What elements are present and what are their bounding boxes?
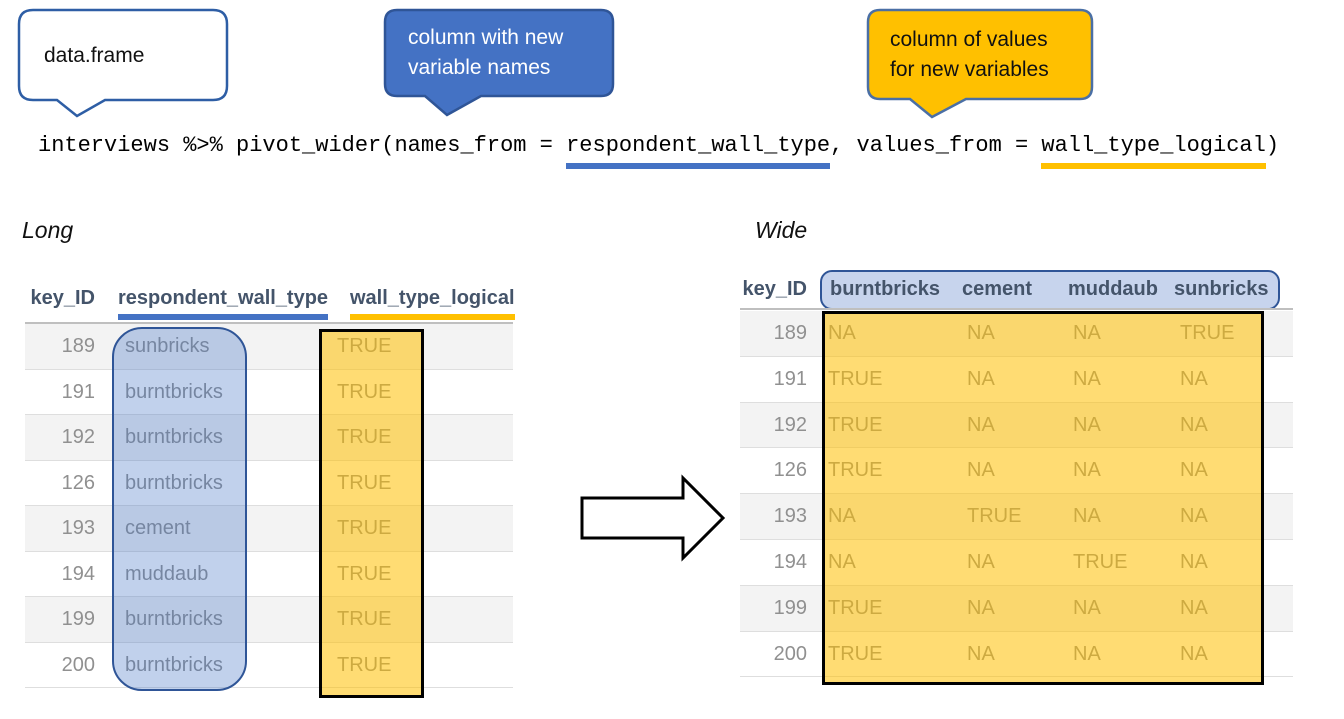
- key-id-cell: 194: [773, 550, 807, 573]
- right-arrow-icon: [575, 470, 730, 571]
- callout-text-line: column of values: [890, 28, 1048, 51]
- key-id-cell: 199: [773, 596, 807, 619]
- code-prefix: interviews %>% pivot_wider(names_from =: [38, 133, 567, 158]
- dataframe-callout-label: data.frame: [44, 44, 145, 67]
- wall-type-cell: muddaub: [125, 562, 209, 585]
- column-header-key-id: key_ID: [742, 278, 808, 300]
- key-id-cell: 126: [61, 471, 95, 494]
- column-header-key-id: key_ID: [30, 287, 96, 309]
- key-id-cell: 194: [61, 562, 95, 585]
- code-line: interviews %>% pivot_wider(names_from = …: [38, 131, 1280, 169]
- names-from-callout: column with new variable names: [383, 8, 617, 124]
- wall-type-cell: burntbricks: [125, 608, 223, 630]
- column-header-sunbricks: sunbricks: [1174, 278, 1269, 300]
- table-row: 189 sunbricks TRUE: [25, 324, 513, 370]
- wall-type-cell: burntbricks: [125, 653, 223, 676]
- key-id-cell: 191: [61, 380, 95, 403]
- header-divider: [740, 308, 1293, 310]
- table-row: 199 burntbricks TRUE: [25, 597, 513, 643]
- table-row: 194 muddaub TRUE: [25, 552, 513, 597]
- long-table-header: key_ID respondent_wall_type wall_type_lo…: [25, 285, 515, 322]
- column-header-muddaub: muddaub: [1068, 278, 1158, 300]
- callout-text-line: variable names: [408, 56, 551, 79]
- wall-type-cell: sunbricks: [125, 335, 210, 357]
- values-from-callout: column of values for new variables: [866, 8, 1096, 124]
- column-header-cement: cement: [962, 278, 1033, 300]
- key-id-cell: 191: [773, 367, 807, 390]
- names-column-highlight: [112, 327, 247, 691]
- callout-text-line: column with new: [408, 26, 564, 49]
- values-column-highlight: [319, 329, 424, 698]
- key-id-cell: 189: [61, 335, 95, 357]
- wide-label: Wide: [755, 217, 808, 243]
- column-header-burntbricks: burntbricks: [830, 278, 941, 300]
- table-row: 200 burntbricks TRUE: [25, 643, 513, 688]
- key-id-cell: 200: [61, 653, 95, 676]
- key-id-cell: 193: [773, 505, 807, 528]
- wall-type-cell: burntbricks: [125, 426, 223, 448]
- table-row: 126 burntbricks TRUE: [25, 461, 513, 506]
- key-id-cell: 192: [773, 413, 807, 436]
- table-row: 193 cement TRUE: [25, 506, 513, 552]
- speech-bubble-icon: [17, 8, 229, 118]
- wall-type-cell: cement: [125, 517, 191, 539]
- values-from-argument: wall_type_logical: [1041, 133, 1266, 169]
- table-row: 191 burntbricks TRUE: [25, 370, 513, 415]
- values-from-callout-label: column of values for new variables: [890, 25, 1049, 85]
- key-id-cell: 192: [61, 426, 95, 448]
- wall-type-cell: burntbricks: [125, 380, 223, 403]
- values-area-highlight: [822, 311, 1264, 685]
- long-table-body: 189 sunbricks TRUE 191 burntbricks TRUE …: [25, 322, 513, 688]
- column-header-wall-type-logical: wall_type_logical: [350, 287, 515, 320]
- key-id-cell: 126: [773, 459, 807, 482]
- key-id-cell: 200: [773, 642, 807, 665]
- names-from-argument: respondent_wall_type: [566, 133, 831, 169]
- code-middle: , values_from =: [830, 133, 1042, 158]
- code-suffix: ): [1265, 133, 1280, 158]
- wall-type-cell: burntbricks: [125, 471, 223, 494]
- key-id-cell: 199: [61, 608, 95, 630]
- names-from-callout-label: column with new variable names: [408, 23, 563, 83]
- new-columns-highlight: burntbricks cement muddaub sunbricks: [820, 270, 1280, 310]
- long-label: Long: [22, 217, 74, 243]
- key-id-cell: 189: [773, 322, 807, 344]
- key-id-cell: 193: [61, 517, 95, 539]
- callout-text-line: for new variables: [890, 58, 1049, 81]
- long-table: key_ID respondent_wall_type wall_type_lo…: [25, 285, 515, 688]
- table-row: 192 burntbricks TRUE: [25, 415, 513, 461]
- column-header-respondent-wall-type: respondent_wall_type: [118, 287, 329, 320]
- speech-bubble-icon: [866, 8, 1094, 119]
- speech-bubble-icon: [383, 8, 615, 117]
- dataframe-callout: data.frame: [17, 8, 229, 124]
